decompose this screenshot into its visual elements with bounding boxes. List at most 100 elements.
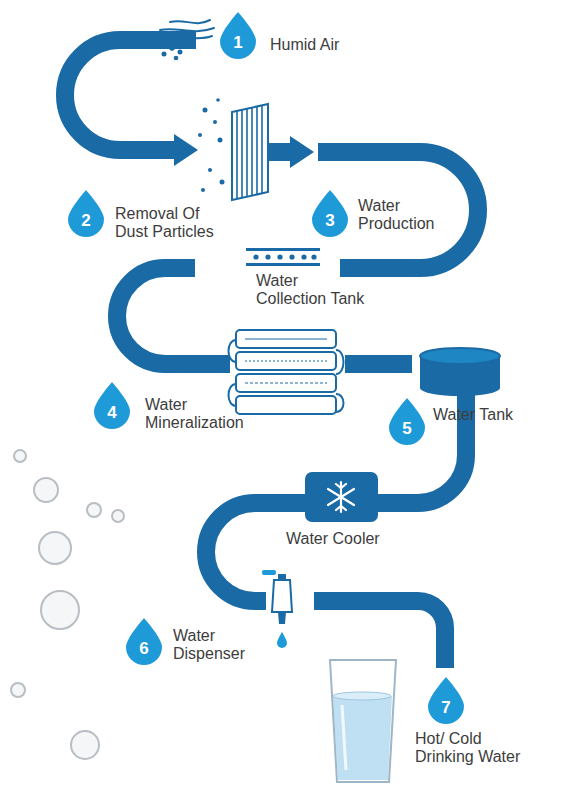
tank-dot <box>253 254 258 259</box>
mesh-line <box>256 107 258 195</box>
part-label: Water Collection Tank <box>256 272 372 308</box>
droplet-outline <box>68 190 104 237</box>
step-droplet: 2Removal Of Dust Particles <box>68 190 104 236</box>
mesh-line <box>241 110 243 198</box>
flake-arm <box>328 489 354 505</box>
dispenser-icon <box>262 570 292 648</box>
air-drop <box>179 51 182 54</box>
pipe-segment <box>268 143 292 161</box>
snowflake <box>328 482 354 512</box>
dust <box>208 168 212 172</box>
filter-frame <box>232 104 268 200</box>
cooler-box <box>305 472 378 522</box>
droplet-outline <box>428 677 464 724</box>
pipe <box>65 40 478 668</box>
bubble <box>41 591 79 629</box>
humid-air-icon <box>160 20 214 59</box>
callout-number: 5 <box>389 417 425 441</box>
water-tank-icon <box>420 348 500 396</box>
bubbles <box>11 450 124 759</box>
air-stroke <box>170 20 210 23</box>
bubble <box>71 731 99 759</box>
texture-line <box>245 339 327 340</box>
water-cooler-icon <box>305 472 378 522</box>
collection-tank-icon <box>246 248 320 266</box>
tap-body <box>272 580 292 612</box>
water-surface <box>333 692 391 700</box>
cartridge-texture <box>245 339 327 383</box>
step-label: Water Production <box>358 197 450 233</box>
dust-particles <box>198 98 225 192</box>
tank-line <box>246 248 320 251</box>
step-droplet: 4Water Mineralization <box>94 382 130 428</box>
glass-icon <box>330 660 396 782</box>
cartridge <box>236 396 336 414</box>
texture-line <box>245 361 327 362</box>
callout-number: 6 <box>126 637 162 661</box>
step-label: Hot/ Cold Drinking Water <box>415 730 531 766</box>
pipe-segment <box>314 601 445 668</box>
dust <box>203 108 208 113</box>
callout-number: 7 <box>428 696 464 720</box>
bubble <box>39 532 71 564</box>
callout-number: 3 <box>312 209 348 233</box>
cartridge <box>236 330 336 348</box>
step-label: Removal Of Dust Particles <box>115 205 227 241</box>
pipe-segment <box>345 355 412 373</box>
step-droplet: 7Hot/ Cold Drinking Water <box>428 677 464 723</box>
bubble <box>34 478 58 502</box>
dust-filter-icon <box>198 98 268 200</box>
dust <box>198 133 202 137</box>
mesh-line <box>251 108 253 196</box>
tank-line <box>246 263 320 266</box>
air-drop <box>170 46 174 50</box>
bubble <box>112 510 124 522</box>
droplet-outline <box>126 618 162 665</box>
dust <box>213 120 217 124</box>
tap-nozzle <box>278 612 286 624</box>
arrow-head <box>174 134 198 166</box>
step-droplet: 3Water Production <box>312 190 348 236</box>
mineralization-icon <box>229 330 344 414</box>
glass-shine <box>342 705 346 770</box>
water-drop <box>277 632 287 648</box>
droplet-outline <box>389 398 425 445</box>
bubble <box>14 450 26 462</box>
droplet-outline <box>312 190 348 237</box>
tank-dot <box>311 254 316 259</box>
callout-number: 1 <box>220 31 256 55</box>
dust <box>201 188 205 192</box>
tank-top <box>420 348 500 364</box>
air-stroke <box>160 28 214 31</box>
flake-arm <box>328 489 354 505</box>
glass-water <box>333 696 392 780</box>
step-label: Humid Air <box>270 36 410 54</box>
tank-dot <box>265 254 270 259</box>
mesh-line <box>236 111 238 199</box>
bubble <box>87 503 101 517</box>
callout-number: 4 <box>94 401 130 425</box>
arrow-head <box>290 136 314 168</box>
pipe-segment <box>65 40 196 150</box>
step-label: Water Dispenser <box>173 627 261 663</box>
step-droplet: 6Water Dispenser <box>126 618 162 664</box>
step-label: Water Tank <box>433 406 543 424</box>
step-droplet: 5Water Tank <box>389 398 425 444</box>
pipe-segment <box>117 268 230 364</box>
dust <box>218 138 223 143</box>
droplet-outline <box>94 382 130 429</box>
tank-dot <box>301 254 306 259</box>
flake-tip <box>336 484 346 510</box>
air-drop <box>187 45 190 48</box>
dust <box>220 180 225 185</box>
dust <box>216 98 220 102</box>
air-drop <box>163 53 166 56</box>
tap-neck <box>278 574 286 581</box>
bubble <box>11 683 25 697</box>
mesh-line <box>261 106 263 194</box>
filter-mesh <box>237 106 262 199</box>
tap-handle <box>262 570 276 575</box>
texture-line <box>245 383 327 384</box>
